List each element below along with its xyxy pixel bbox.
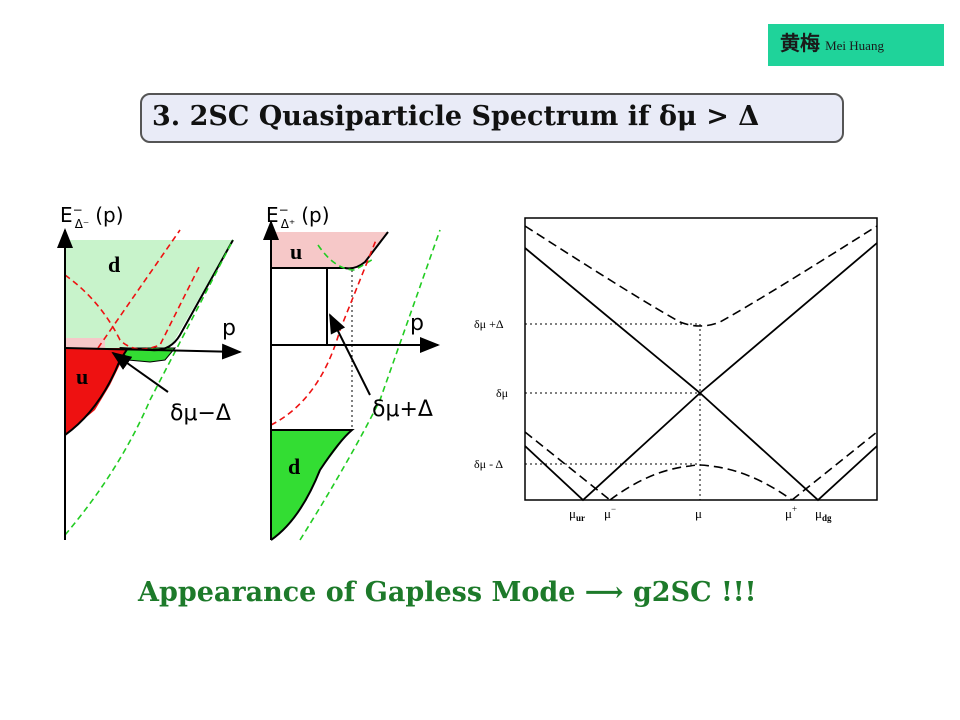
- curve-red-dashed-1: [64, 264, 201, 350]
- author-name-cn: 黄梅: [780, 31, 820, 55]
- axis-label-x-left: p: [222, 316, 236, 341]
- curve-green-dashed-mid-1: [317, 244, 376, 271]
- panel-right: δμ +Δ δμ δμ - Δ μur μ− μ μ+ μdg: [474, 217, 878, 523]
- slide-subtitle: Appearance of Gapless Mode ⟶ g2SC !!!: [138, 577, 757, 608]
- panel-middle: E−Δ⁺(p) p u d δμ+Δ: [263, 203, 441, 541]
- region-label-u-mid: u: [290, 239, 302, 264]
- axis-x-left: [64, 343, 242, 360]
- axis-label-y-left: E−Δ⁻(p): [60, 203, 124, 231]
- x-tick-mu-dg: μdg: [815, 506, 832, 523]
- author-name-en: Mei Huang: [825, 38, 884, 53]
- axis-label-y-mid: E−Δ⁺(p): [266, 203, 330, 231]
- y-tick-dmu: δμ: [496, 386, 508, 400]
- curve-lower-black-mid: [270, 429, 355, 541]
- region-label-u-left: u: [76, 364, 88, 389]
- solid-line-2: [524, 242, 878, 502]
- arrow-label-left: δμ−Δ: [170, 401, 231, 426]
- author-tag: 黄梅 Mei Huang: [768, 24, 944, 66]
- x-tick-mu: μ: [695, 506, 702, 521]
- x-tick-mu-minus: μ−: [604, 504, 616, 521]
- curve-upper-black-mid: [271, 231, 389, 270]
- y-tick-dmu-minus: δμ - Δ: [474, 457, 503, 471]
- right-frame: [524, 217, 878, 501]
- curve-green-dashed: [64, 239, 234, 536]
- region-pink-strip: [65, 338, 105, 348]
- region-d-fill: [65, 240, 233, 348]
- axis-label-x-mid: p: [410, 311, 424, 336]
- pointer-arrow-mid: [329, 313, 371, 396]
- panel-left: E−Δ⁻(p) p d u δμ−Δ: [57, 203, 242, 540]
- solid-line-1: [524, 247, 878, 502]
- y-tick-dmu-plus: δμ +Δ: [474, 317, 504, 331]
- dashed-lower-branch: [524, 431, 878, 501]
- arrow-label-mid: δμ+Δ: [372, 397, 433, 422]
- curve-red-dashed-mid: [270, 239, 377, 426]
- curve-green-dashed-mid-2: [299, 229, 441, 541]
- x-tick-mu-ur: μur: [569, 506, 585, 523]
- pointer-arrow-left: [111, 351, 169, 393]
- region-d-fill-mid: [271, 430, 350, 540]
- region-u-fill-mid: [271, 232, 388, 268]
- dashed-upper-branch: [524, 225, 878, 327]
- region-label-d-left: d: [108, 252, 120, 277]
- region-label-d-mid: d: [288, 454, 300, 479]
- x-tick-mu-plus: μ+: [785, 504, 797, 521]
- curve-red-dashed-2: [97, 229, 181, 349]
- slide-title: 3. 2SC Quasiparticle Spectrum if δμ > Δ: [140, 93, 844, 143]
